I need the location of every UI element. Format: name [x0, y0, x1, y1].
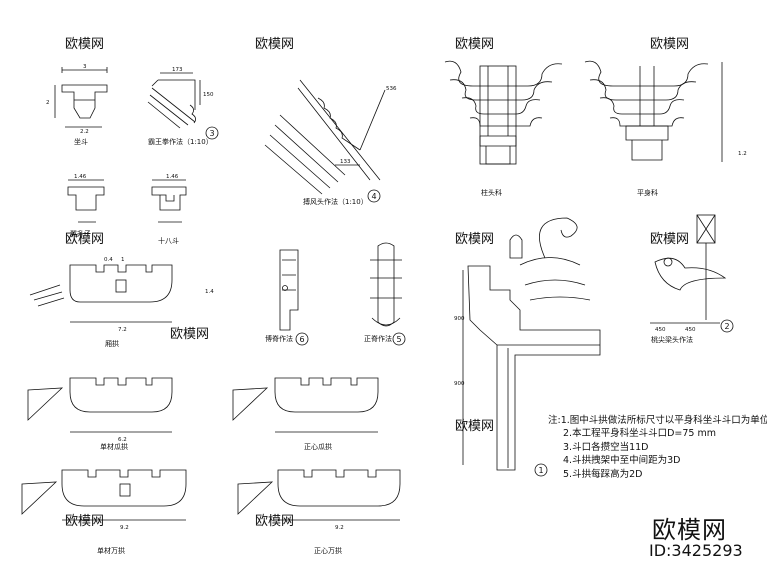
dimension-label: 1.4 [205, 289, 214, 295]
zhengxin-guagong-drawing [232, 377, 379, 433]
part-caption: 厢拱 [105, 339, 119, 348]
resource-id: ID:3425293 [649, 541, 743, 560]
callout-circle [205, 126, 219, 140]
part-caption: 十八斗 [158, 236, 179, 245]
detail-2-drawing [650, 214, 727, 324]
dimension-layer: 3 2.2 2 173 150 536 133 1.46 1.46 1 0.4 … [46, 64, 747, 531]
detail-1-drawing [462, 217, 601, 471]
watermark-text: 欧模网 [650, 37, 689, 52]
callout-number: 5 [396, 335, 401, 344]
watermark-text: 欧模网 [455, 419, 494, 434]
dimension-label: 450 [655, 327, 666, 333]
note-line: 3.斗口各攒空当11D [563, 441, 649, 453]
zhengxin-wangong-drawing [237, 469, 401, 521]
callout-circle [295, 332, 309, 346]
dimension-label: 6.2 [118, 437, 127, 443]
watermark-text: 欧模网 [455, 232, 494, 247]
part-caption: 正心瓜拱 [304, 442, 332, 451]
zuodou-drawing [54, 67, 108, 128]
part-caption: 霸王拳作法（1:10） [148, 137, 213, 146]
part-caption: 桃尖梁头作法 [651, 335, 693, 344]
dimension-label: 150 [203, 92, 214, 98]
dimension-label: 1.46 [166, 174, 179, 180]
dimension-label: 1 [121, 257, 125, 263]
zhengji-drawing [370, 242, 402, 327]
note-line: 4.斗拱拽架中至中间距为3D [563, 455, 681, 467]
callout-number: 4 [371, 192, 376, 201]
caption-layer: 坐斗 霸王拳作法（1:10） 搏风头作法（1:10） 柱头科 平身科 翼升子 十… [70, 137, 693, 555]
dimension-label: 7.2 [118, 327, 127, 333]
dimension-label: 2.2 [80, 129, 89, 135]
watermark-text: 欧模网 [65, 514, 104, 529]
part-caption: 翼升子 [70, 229, 91, 238]
bawangquan-drawing [147, 72, 201, 129]
part-caption: 正脊作法 [364, 334, 392, 343]
watermark-layer: 欧模网 欧模网 欧模网 欧模网 欧模网 欧模网 欧模网 欧模网 欧模网 欧模网 … [65, 37, 689, 529]
dancai-wangong-drawing [21, 469, 187, 521]
part-caption: 博脊作法 [265, 334, 293, 343]
callout-circle [534, 463, 548, 477]
zhutouke-drawing [444, 60, 563, 165]
note-line: 2.本工程平身科坐斗斗口D=75 mm [563, 428, 716, 440]
brand-logo: 欧模网 [652, 516, 727, 544]
watermark-text: 欧模网 [255, 514, 294, 529]
part-caption: 正心万拱 [314, 546, 342, 555]
part-caption: 单材万拱 [97, 546, 125, 555]
dimension-label: 900 [454, 316, 465, 322]
dimension-label: 3 [83, 64, 87, 70]
dimension-label: 173 [172, 67, 183, 73]
part-caption: 单材瓜拱 [100, 442, 128, 451]
part-caption: 柱头科 [481, 188, 502, 197]
dimension-label: 133 [340, 159, 351, 165]
dimension-label: 900 [454, 381, 465, 387]
boji-drawing [279, 249, 299, 331]
yishengzi-drawing [67, 179, 105, 223]
watermark-text: 欧模网 [170, 327, 209, 342]
shibadou-drawing [151, 179, 187, 223]
xianggong-drawing [29, 264, 173, 323]
dimension-label: 1.46 [74, 174, 87, 180]
callout-circle [392, 332, 406, 346]
watermark-text: 欧模网 [255, 37, 294, 52]
part-caption: 坐斗 [74, 137, 88, 146]
callout-number: 2 [724, 322, 729, 331]
dimension-label: 450 [685, 327, 696, 333]
watermark-text: 欧模网 [650, 232, 689, 247]
callout-circle [720, 319, 734, 333]
callout-number: 3 [209, 129, 214, 138]
callout-number: 6 [299, 335, 304, 344]
watermark-text: 欧模网 [65, 37, 104, 52]
dancai-guagong-drawing [27, 377, 173, 433]
part-caption: 搏风头作法（1:10） [303, 197, 368, 206]
dimension-label: 9.2 [335, 525, 344, 531]
dimension-label: 1.2 [738, 151, 747, 157]
callout-numbers: 3 4 6 5 1 2 [209, 129, 729, 475]
note-line: 5.斗拱每踩高为2D [563, 468, 643, 480]
watermark-text: 欧模网 [455, 37, 494, 52]
dimension-label: 2 [46, 100, 50, 106]
callout-circle [367, 189, 381, 203]
design-notes: 注:1.图中斗拱做法所标尺寸以平身科坐斗斗口为单位 2.本工程平身科坐斗斗口D=… [548, 414, 767, 481]
dimension-label: 9.2 [120, 525, 129, 531]
callout-number: 1 [538, 466, 543, 475]
dimension-label: 536 [386, 86, 397, 92]
note-line: 注:1.图中斗拱做法所标尺寸以平身科坐斗斗口为单位 [548, 415, 767, 426]
watermark-text: 欧模网 [65, 232, 104, 247]
bofengtou-drawing [264, 79, 386, 195]
dimension-label: 0.4 [104, 257, 113, 263]
pingshenke-drawing [584, 60, 723, 162]
part-caption: 平身科 [637, 188, 658, 197]
